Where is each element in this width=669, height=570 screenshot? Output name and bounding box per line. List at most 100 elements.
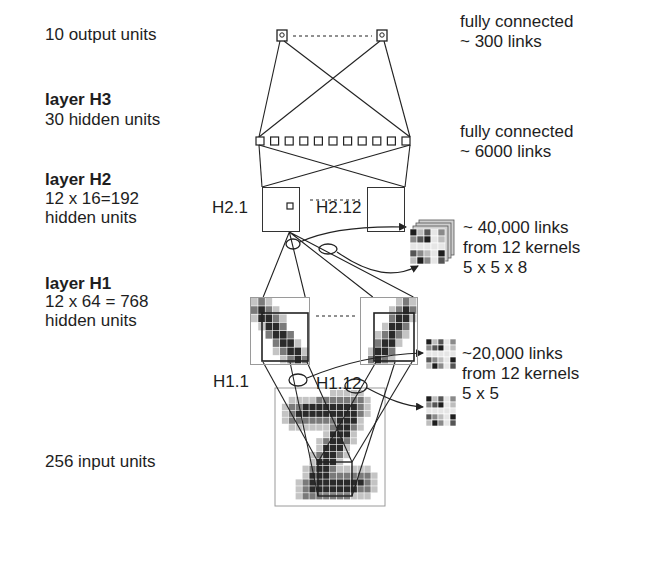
kernel-weight (438, 250, 445, 257)
pixel (337, 473, 343, 479)
pixel (358, 493, 364, 499)
kernel-weight (450, 363, 456, 369)
pixel (344, 473, 350, 479)
pixel (382, 323, 388, 331)
annotation: from 12 kernels (462, 364, 579, 384)
kernel-weight (431, 243, 438, 250)
kernel-weight (444, 402, 450, 408)
input-pixels (282, 390, 378, 499)
map-label: H2.12 (316, 198, 361, 218)
pixel (330, 473, 336, 479)
pixel (330, 452, 336, 458)
pixel (323, 411, 329, 417)
pixel (303, 486, 309, 492)
kernel-weight (444, 408, 450, 414)
feature-map: H1.12 (360, 297, 418, 365)
kernel-weight (431, 250, 438, 257)
pixel (410, 298, 416, 306)
pixel (280, 356, 287, 364)
annotation: 5 x 5 (462, 384, 499, 404)
pixel (344, 479, 350, 485)
pixel (303, 473, 309, 479)
annotation: 256 input units (45, 452, 156, 472)
kernel-weight (424, 243, 431, 250)
output-units (277, 30, 387, 41)
pixel (323, 431, 329, 437)
pixel (266, 323, 273, 331)
annotation: ~ 40,000 links (463, 218, 568, 238)
kernel-weight (426, 351, 432, 357)
pixel (287, 331, 294, 339)
annotation: 5 x 5 x 8 (463, 258, 527, 278)
pixel (337, 486, 343, 492)
pixel (351, 438, 357, 444)
kernel-weight (410, 250, 417, 257)
pixel (273, 331, 280, 339)
pixel (316, 479, 322, 485)
kernel-weight (438, 408, 444, 414)
pixel (280, 315, 287, 323)
kernel-weight (432, 351, 438, 357)
kernel-weight (432, 402, 438, 408)
pixel (316, 404, 322, 410)
layer-heading: layer H3 (45, 90, 111, 110)
pixel (251, 306, 258, 314)
pixel (303, 466, 309, 472)
pixel (309, 486, 315, 492)
kernel-weight (424, 257, 431, 264)
kernel-weight (444, 420, 450, 426)
local-links (263, 362, 412, 496)
pixel (309, 418, 315, 424)
pixel (358, 479, 364, 485)
pixel (330, 397, 336, 403)
pixel (337, 411, 343, 417)
hidden-unit (285, 137, 293, 145)
kernel-weight (424, 250, 431, 257)
pixel (389, 315, 395, 323)
pixel (303, 397, 309, 403)
pixel (364, 411, 370, 417)
pixel (273, 323, 280, 331)
pixel (323, 486, 329, 492)
pixel (375, 348, 381, 356)
pixel (316, 445, 322, 451)
pixel (251, 315, 258, 323)
hidden-unit (271, 137, 279, 145)
pixel (364, 493, 370, 499)
pixel (309, 493, 315, 499)
pixel (303, 411, 309, 417)
pixel (309, 411, 315, 417)
pixel (337, 452, 343, 458)
kernel-weight (432, 420, 438, 426)
pixel (330, 479, 336, 485)
layer-heading: layer H2 (45, 170, 111, 190)
kernel-weight (444, 414, 450, 420)
pixel (273, 339, 280, 347)
pixel (337, 397, 343, 403)
map-label: H1.1 (213, 372, 249, 392)
pixel (323, 452, 329, 458)
pixel (309, 424, 315, 430)
pixel (364, 404, 370, 410)
kernel-weight (426, 402, 432, 408)
kernel-weight (438, 236, 445, 243)
pixel (358, 411, 364, 417)
pixel (273, 315, 280, 323)
kernel-weight (417, 229, 424, 236)
pixel (296, 486, 302, 492)
pixel (296, 493, 302, 499)
pixel (351, 424, 357, 430)
pixel (296, 479, 302, 485)
kernel-weight (432, 339, 438, 345)
pixel (266, 331, 273, 339)
kernel-weight (432, 414, 438, 420)
kernel-weight (431, 229, 438, 236)
kernel-weight (450, 339, 456, 345)
pixel (316, 473, 322, 479)
hidden-unit (300, 137, 308, 145)
pixel (258, 298, 265, 306)
pixel (358, 486, 364, 492)
pixel (295, 339, 302, 347)
kernel-weight (450, 414, 456, 420)
kernel-weight (424, 236, 431, 243)
